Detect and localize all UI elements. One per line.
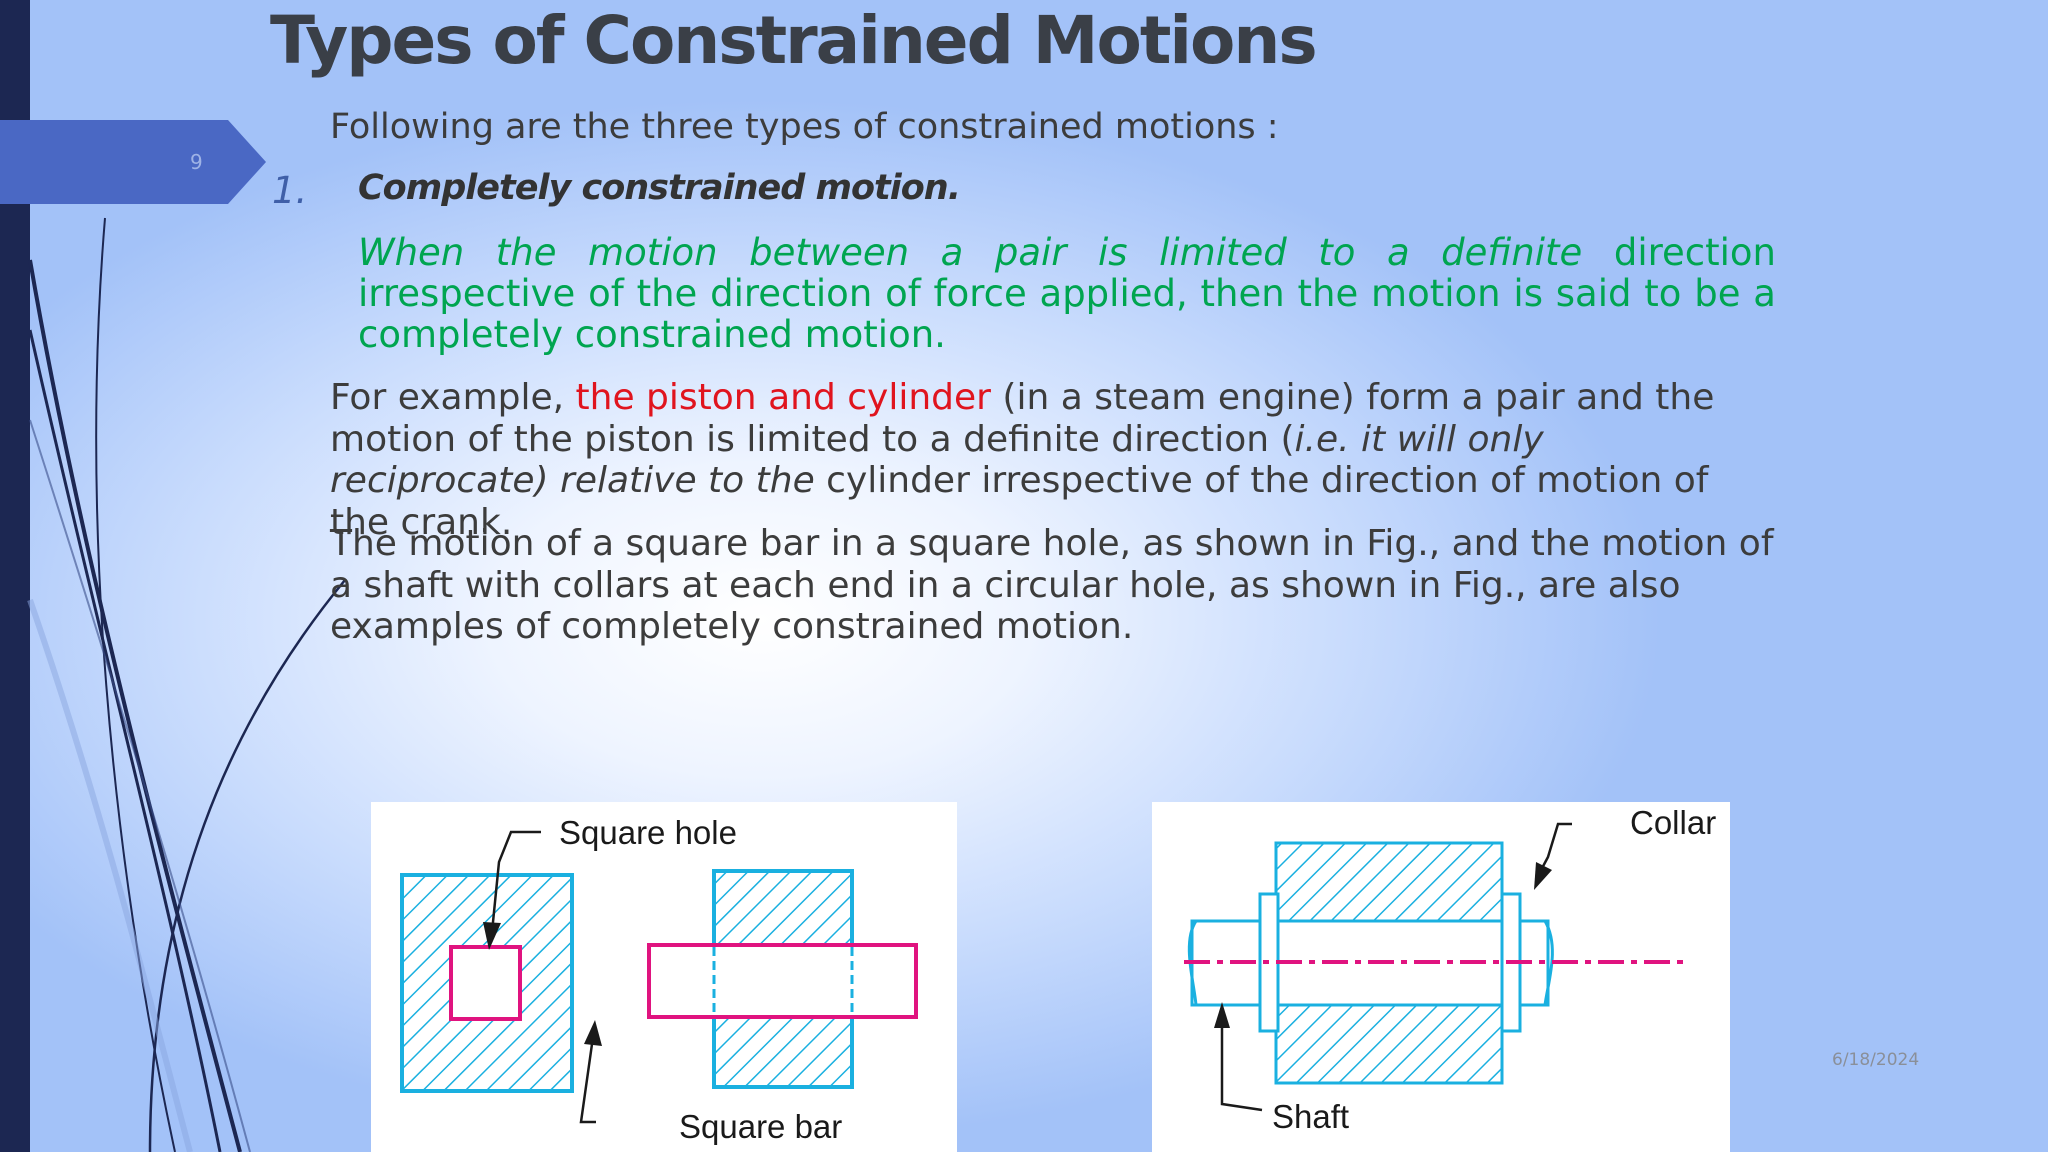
swoosh-line <box>28 329 222 1152</box>
second-paragraph: The motion of a square bar in a square h… <box>330 523 1774 647</box>
leader-line <box>1538 822 1572 873</box>
example-end: cylinder irrespective of the direction o… <box>330 460 1709 543</box>
label-shaft: Shaft <box>1272 1098 1349 1135</box>
example-paragraph: For example, the piston and cylinder (in… <box>330 377 1770 543</box>
list-item-heading: Completely constrained motion. <box>358 168 961 208</box>
square-hole <box>449 945 522 1021</box>
arrow-head <box>483 922 501 950</box>
example-prefix: For example, <box>330 377 576 418</box>
figure-shaft-collar: Collar Shaft <box>1152 802 1730 1152</box>
leader-line <box>579 1036 596 1124</box>
figure-square-bar: Square hole Square bar <box>371 802 957 1152</box>
swoosh-line <box>95 217 176 1152</box>
example-italic: i.e. it will only reciprocate) relative … <box>330 418 1544 502</box>
bearing-lower <box>1274 1003 1504 1085</box>
swoosh-line <box>28 259 242 1152</box>
label-square-bar: Square bar <box>679 1108 842 1145</box>
slide-date: 6/18/2024 <box>1832 1050 1920 1070</box>
slide-number: 9 <box>190 150 203 174</box>
bearing-upper <box>1274 841 1504 923</box>
definition-text: When the motion between a pair is limite… <box>358 232 1776 355</box>
intro-text: Following are the three types of constra… <box>330 107 1279 147</box>
leader-line <box>1220 1012 1263 1112</box>
example-highlight: the piston and cylinder <box>575 377 991 418</box>
slide-number-tab <box>0 120 266 204</box>
label-square-hole: Square hole <box>559 814 737 851</box>
definition-italic: When the motion between a pair is limite… <box>358 231 1583 274</box>
swoosh-line <box>29 419 251 1152</box>
square-bar <box>647 943 918 1019</box>
shaft-end-right <box>1543 920 1554 1006</box>
swoosh-line <box>148 579 346 1152</box>
arrow-head <box>1534 862 1552 890</box>
definition-rest: direction irrespective of the direction … <box>358 231 1776 356</box>
list-number: 1. <box>272 169 308 212</box>
leader-line <box>489 830 541 943</box>
swoosh-line <box>27 599 193 1152</box>
slide-title: Types of Constrained Motions <box>270 2 1318 79</box>
figure-square-bar-drawing: Square hole Square bar <box>400 814 918 1145</box>
example-mid: (in a steam engine) form a pair and the … <box>330 377 1715 460</box>
figure-shaft-collar-drawing: Collar Shaft <box>1184 804 1716 1135</box>
arrow-head <box>1214 1002 1230 1028</box>
label-collar: Collar <box>1630 804 1716 841</box>
arrow-head <box>584 1020 602 1046</box>
